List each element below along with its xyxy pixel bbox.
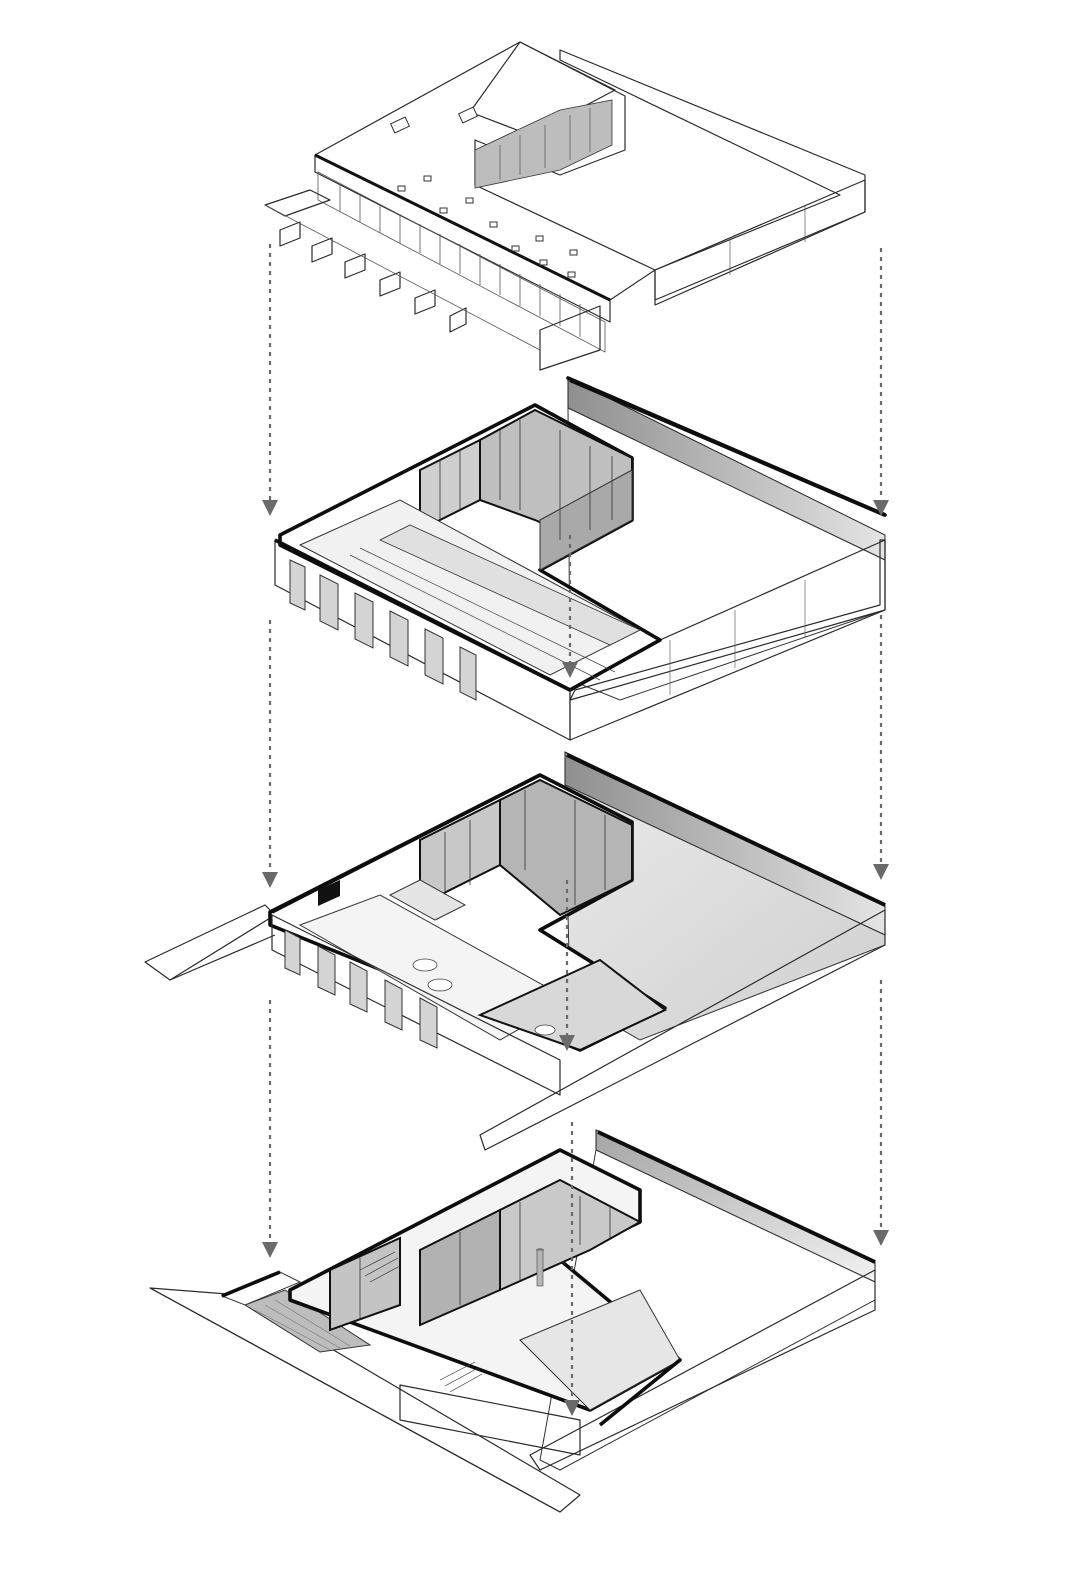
- arrow-right-1: [873, 248, 889, 516]
- pergola-beams: [264, 189, 601, 371]
- staircase: [359, 1251, 483, 1393]
- arrow-left-2: [262, 620, 278, 888]
- upper-floor-layer: [274, 376, 887, 741]
- arrow-right-2: [873, 615, 889, 880]
- basement-layer: [149, 1129, 876, 1513]
- roof-layer: [264, 41, 866, 371]
- arrow-left-1: [262, 244, 278, 516]
- arrow-center-2: [559, 880, 575, 1051]
- arrow-right-3: [873, 980, 889, 1246]
- ground-floor-layer: [144, 751, 886, 1151]
- skylights: [389, 106, 578, 278]
- arrow-center-3: [564, 1122, 580, 1416]
- arrow-left-3: [262, 1000, 278, 1258]
- arrow-center-1: [562, 535, 578, 678]
- roof-glazing-mullions: [339, 184, 581, 337]
- alignment-arrows: [262, 244, 889, 1416]
- ground-floor-doors: [284, 929, 438, 1049]
- upper-floor-doors: [289, 559, 477, 701]
